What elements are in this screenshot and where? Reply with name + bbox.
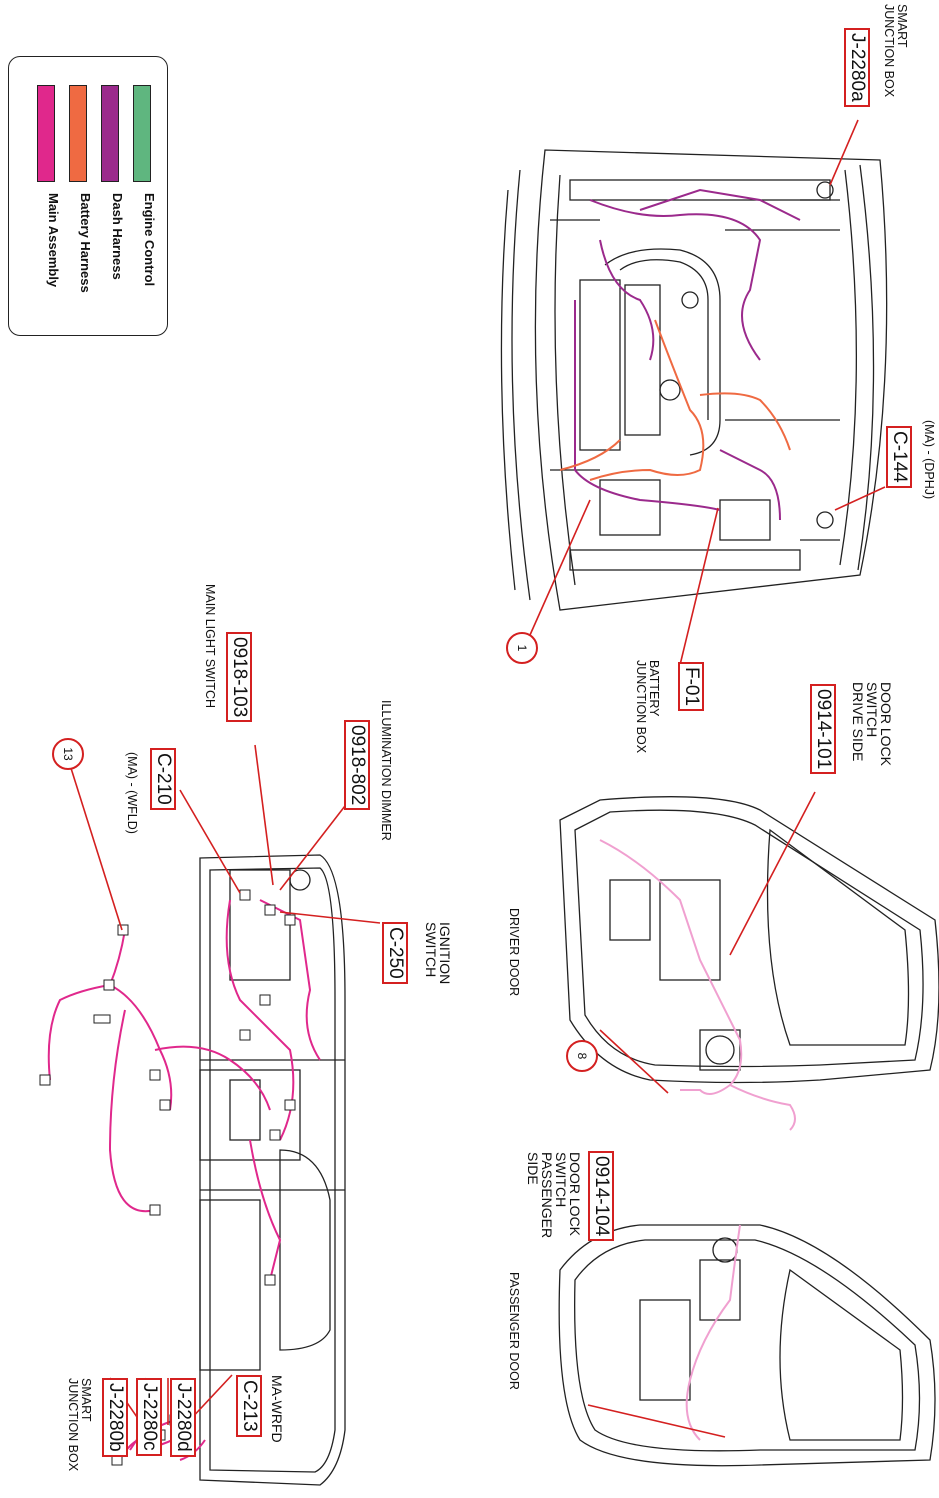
door-lock-switch-passenger-label: DOOR LOCK SWITCH PASSENGER SIDE — [525, 1152, 583, 1239]
passenger-door-wiring — [685, 1224, 741, 1441]
callout-c144: C-144 — [886, 426, 912, 488]
leader-lines — [69, 119, 886, 1438]
battery-junction-box-label: BATTERY JUNCTION BOX — [634, 660, 661, 754]
c144-circuit-label: (MA) - (DPHJ) — [922, 420, 936, 500]
legend-label-battery-harness: Battery Harness — [78, 193, 93, 293]
engine-bay-drawing — [500, 149, 888, 611]
callout-0914-101: 0914-101 — [810, 684, 836, 775]
driver-door-title: DRIVER DOOR — [507, 908, 521, 997]
callout-j2280a: J-2280a — [844, 28, 870, 107]
marker-13: 13 — [52, 738, 84, 770]
legend-swatch-main-assembly — [37, 85, 55, 182]
callout-j2280c: J-2280c — [136, 1378, 162, 1456]
driver-door-drawing — [559, 796, 939, 1084]
smart-junction-box-label-top: SMART JUNCTION BOX — [882, 4, 909, 98]
callout-c250: C-250 — [382, 922, 408, 984]
callout-f01: F-01 — [678, 662, 704, 712]
legend-label-dash-harness: Dash Harness — [110, 193, 125, 280]
marker-8: 8 — [566, 1040, 598, 1072]
legend-swatch-battery-harness — [69, 85, 87, 182]
callout-0918-103: 0918-103 — [226, 632, 252, 723]
marker-1: 1 — [506, 632, 538, 664]
ma-wrfd-label: MA-WRFD — [269, 1375, 285, 1443]
legend-label-main-assembly: Main Assembly — [46, 193, 61, 288]
main-light-switch-label: MAIN LIGHT SWITCH — [203, 584, 217, 709]
c210-circuit-label: (MA) - (WFLD) — [125, 752, 139, 834]
callout-j2280b: J-2280b — [102, 1378, 128, 1457]
driver-door-wiring — [599, 839, 796, 1131]
door-lock-switch-drive-label: DOOR LOCK SWITCH DRIVE SIDE — [850, 682, 894, 767]
callout-c213: C-213 — [236, 1375, 262, 1437]
passenger-door-drawing — [558, 1224, 936, 1467]
callout-0914-104: 0914-104 — [588, 1151, 614, 1242]
legend-swatch-engine-control — [133, 85, 151, 182]
callout-0918-802: 0918-802 — [344, 720, 370, 811]
legend-swatch-dash-harness — [101, 85, 119, 182]
engine-bay-wiring — [559, 188, 801, 521]
dash-panel-drawing — [199, 854, 346, 1486]
ignition-switch-label: IGNITION SWITCH — [423, 922, 453, 985]
legend-box: Engine Control Dash Harness Battery Harn… — [8, 56, 168, 336]
callout-c210: C-210 — [150, 748, 176, 810]
legend-label-engine-control: Engine Control — [142, 193, 157, 287]
callout-j2280d: J-2280d — [170, 1378, 196, 1457]
smart-junction-box-label-bottom: SMART JUNCTION BOX — [66, 1378, 93, 1472]
passenger-door-title: PASSENGER DOOR — [507, 1272, 521, 1390]
illumination-dimmer-label: ILLUMINATION DIMMER — [379, 700, 393, 841]
